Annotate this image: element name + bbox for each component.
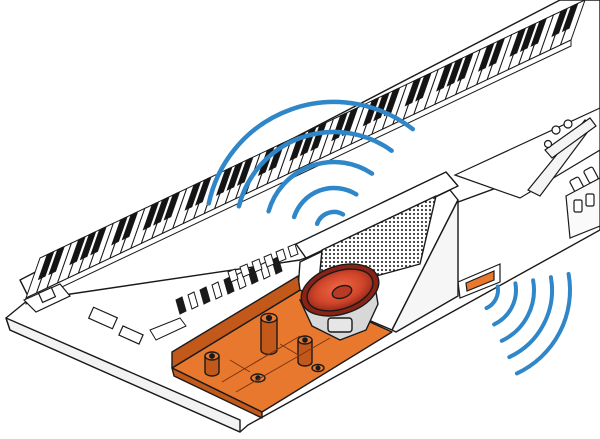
hammer-lever (227, 268, 239, 283)
black-key (226, 161, 244, 191)
sound-wave-arc (206, 99, 416, 206)
mechanism-block (149, 317, 187, 341)
black-key (215, 166, 233, 196)
black-key (373, 91, 390, 122)
enclosure-posts (204, 312, 325, 383)
side-port-orange (465, 270, 495, 292)
black-key (142, 201, 160, 231)
sound-wave-arc (314, 209, 346, 227)
sound-wave-icon (484, 272, 572, 376)
sound-wave-arc (291, 185, 359, 220)
black-key (37, 250, 55, 281)
left-end-block (22, 283, 144, 345)
hammer-lever (263, 253, 275, 268)
sound-wave-arc (484, 284, 501, 311)
hammer-lever (275, 248, 287, 263)
side-port-2 (585, 193, 595, 207)
hammer-lever (247, 266, 259, 285)
side-port-panel (565, 177, 600, 239)
hammer-lever (271, 256, 283, 275)
hammer-lever (223, 276, 235, 295)
left-bracket-2 (87, 306, 119, 330)
hammer-lever (251, 258, 263, 273)
black-key (69, 235, 86, 266)
black-key (488, 37, 506, 67)
hammer-lever (235, 271, 247, 290)
left-bracket-3 (118, 325, 144, 345)
hammer-lever (211, 281, 223, 300)
black-key (153, 196, 170, 226)
black-key (194, 176, 212, 206)
speaker-icon (298, 263, 380, 341)
panel-knob-2 (563, 119, 573, 129)
black-key (310, 121, 328, 152)
black-key (90, 225, 107, 256)
enclosure-front-wall (171, 367, 263, 419)
hammer-lever (199, 286, 211, 305)
hammer-lever (239, 263, 251, 278)
black-key (477, 42, 495, 72)
front-lip (5, 317, 241, 433)
hammer-lever (287, 243, 299, 258)
music-stand-arm (544, 117, 597, 159)
side-port-1 (573, 199, 583, 213)
black-key (48, 245, 66, 276)
black-key (456, 52, 474, 82)
black-key (436, 62, 453, 92)
black-key (236, 156, 254, 186)
left-bracket-1 (37, 286, 57, 304)
black-key (561, 2, 579, 33)
speaker-dustcap (331, 284, 353, 300)
black-key (530, 17, 548, 48)
black-key (184, 181, 202, 211)
panel-knob-3 (543, 139, 553, 149)
side-port (457, 263, 501, 299)
black-key (362, 96, 380, 127)
black-key (79, 230, 97, 261)
sound-wave-arc (499, 278, 536, 343)
black-key (404, 77, 422, 107)
enclosure-ribs (221, 335, 331, 393)
black-key (121, 210, 139, 241)
speaker-magnet (327, 317, 353, 333)
hammer-lever (259, 261, 271, 280)
sound-wave-arc (492, 281, 518, 327)
enclosure-back-wall (171, 275, 301, 369)
black-key (383, 86, 401, 117)
panel-knob-1 (551, 125, 561, 135)
control-panel (453, 107, 600, 239)
black-key (163, 191, 181, 221)
sound-wave-arc (236, 129, 394, 209)
housing-lid (295, 171, 459, 259)
sound-wave-arc (507, 275, 555, 360)
housing-side (391, 199, 459, 333)
black-key (415, 72, 432, 102)
black-key (446, 57, 464, 87)
key-action-mechanism (149, 243, 299, 341)
hammer-lever (187, 291, 199, 310)
hammer-lever (175, 296, 187, 315)
sound-wave-arc (514, 272, 572, 376)
sound-wave-icon (206, 99, 416, 227)
black-key (509, 27, 527, 57)
black-key (551, 7, 569, 38)
black-key (519, 22, 537, 52)
sound-wave-arc (266, 159, 375, 214)
black-key (111, 215, 128, 246)
